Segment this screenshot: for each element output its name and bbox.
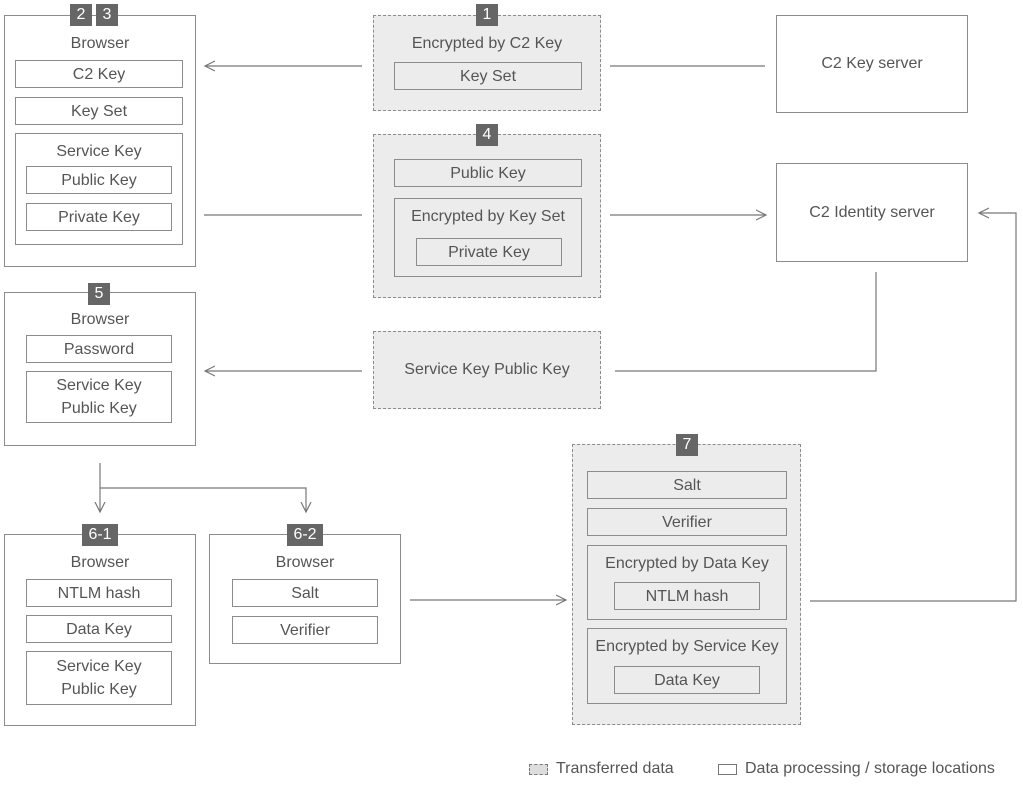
browser-box-6-1: Browser NTLM hash Data Key Service Key P… — [4, 534, 196, 726]
encrypted-by-data-key-group: Encrypted by Data Key NTLM hash — [587, 545, 787, 620]
box-title: Browser — [70, 35, 130, 52]
key-set-item: Key Set — [15, 97, 183, 125]
transfer-box-1: Encrypted by C2 Key Key Set — [373, 15, 601, 111]
service-key-public-key-item: Service Key Public Key — [26, 371, 172, 423]
step-badge-2: 2 — [70, 4, 92, 26]
public-key-item: Public Key — [394, 159, 582, 187]
data-key-item: Data Key — [614, 666, 760, 694]
service-key-public-key-item: Service Key Public Key — [26, 651, 172, 705]
box-title: Browser — [70, 311, 130, 328]
transfer-box-4: Public Key Encrypted by Key Set Private … — [373, 134, 601, 298]
c2-identity-server: C2 Identity server — [776, 163, 968, 262]
public-key-item: Public Key — [26, 166, 172, 194]
step-badge-7: 7 — [676, 434, 698, 456]
browser-box-5: Browser Password Service Key Public Key — [4, 292, 196, 446]
solid-box-icon — [718, 763, 737, 775]
box-title: Browser — [70, 554, 130, 571]
step-badge-4: 4 — [476, 124, 498, 146]
step-badge-6-2: 6-2 — [287, 524, 323, 546]
dashed-box-icon — [529, 763, 548, 775]
password-item: Password — [26, 335, 172, 363]
verifier-item: Verifier — [232, 616, 378, 644]
transfer-service-key-public-key: Service Key Public Key — [373, 331, 601, 409]
step-badge-6-1: 6-1 — [82, 524, 118, 546]
group-title: Encrypted by Key Set — [411, 208, 565, 225]
legend-processing: Data processing / storage locations — [718, 760, 995, 778]
ntlm-hash-item: NTLM hash — [614, 582, 760, 610]
box-title: Browser — [275, 554, 335, 571]
service-key-title: Service Key — [56, 143, 142, 160]
data-key-item: Data Key — [26, 615, 172, 643]
c2-key-item: C2 Key — [15, 60, 183, 88]
service-key-group: Service Key Public Key Private Key — [15, 133, 183, 245]
browser-box-2-3: Browser C2 Key Key Set Service Key Publi… — [4, 15, 196, 267]
salt-item: Salt — [232, 579, 378, 607]
c2-key-server: C2 Key server — [776, 15, 968, 113]
group-title: Encrypted by Data Key — [605, 555, 769, 572]
group-title: Encrypted by Service Key — [595, 638, 779, 655]
legend-transferred: Transferred data — [529, 760, 674, 778]
salt-item: Salt — [587, 471, 787, 499]
verifier-item: Verifier — [587, 508, 787, 536]
step-badge-5: 5 — [88, 283, 110, 305]
arrow-box7-to-identity — [810, 213, 1017, 602]
private-key-item: Private Key — [26, 203, 172, 231]
step-badge-1: 1 — [476, 4, 498, 26]
box-title: Encrypted by C2 Key — [411, 35, 563, 52]
private-key-item: Private Key — [416, 238, 562, 266]
key-set-item: Key Set — [394, 62, 582, 90]
arrow-box5-to-box62 — [100, 487, 306, 512]
legend-processing-label: Data processing / storage locations — [745, 760, 995, 777]
step-badge-3: 3 — [96, 4, 118, 26]
line-identity-to-transfer — [615, 272, 877, 372]
browser-box-6-2: Browser Salt Verifier — [209, 534, 401, 664]
ntlm-hash-item: NTLM hash — [26, 579, 172, 607]
legend-transferred-label: Transferred data — [556, 760, 674, 777]
transfer-box-7: Salt Verifier Encrypted by Data Key NTLM… — [572, 444, 801, 725]
encrypted-by-key-set-group: Encrypted by Key Set Private Key — [394, 198, 582, 277]
encrypted-by-service-key-group: Encrypted by Service Key Data Key — [587, 628, 787, 704]
